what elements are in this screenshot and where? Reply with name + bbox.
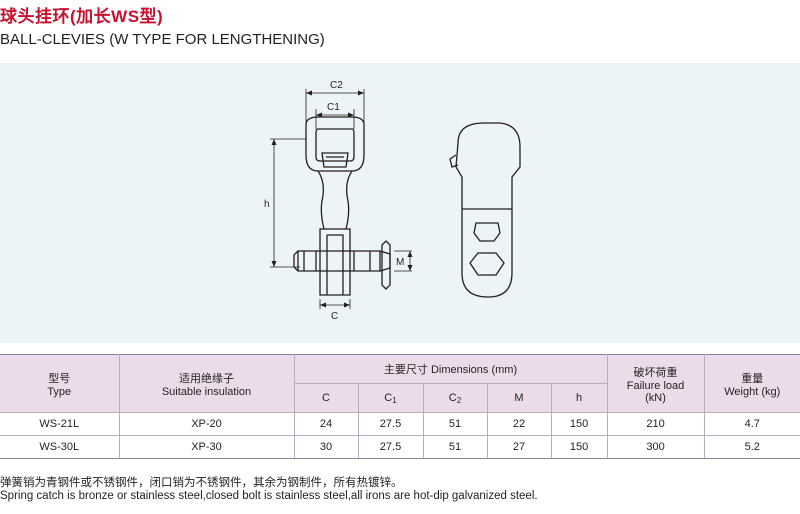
label-h: h bbox=[264, 199, 270, 210]
label-c: C bbox=[331, 311, 338, 322]
cell-type: WS-21L bbox=[0, 412, 120, 436]
header-dim-h: h bbox=[550, 383, 608, 413]
header-dim-c: C bbox=[293, 383, 359, 413]
cell-insulation: XP-30 bbox=[118, 435, 295, 459]
cell-c1: 27.5 bbox=[357, 412, 424, 436]
technical-drawing: C2 C1 h M C bbox=[264, 80, 521, 322]
cell-h: 150 bbox=[550, 412, 608, 436]
table-row: WS-21L XP-20 24 27.5 51 22 150 210 4.7 bbox=[0, 412, 800, 436]
cell-weight: 5.2 bbox=[703, 435, 800, 459]
cell-weight: 4.7 bbox=[703, 412, 800, 436]
note-chinese: 弹簧销为青钢件或不锈钢件，闭口销为不锈钢件，其余为钢制件，所有热镀锌。 bbox=[0, 477, 403, 489]
header-dim-m: M bbox=[486, 383, 552, 413]
label-c2: C2 bbox=[330, 80, 343, 91]
cell-failure-load: 210 bbox=[606, 412, 705, 436]
technical-drawing-panel: C2 C1 h M C bbox=[0, 63, 800, 343]
title-english: BALL-CLEVIES (W TYPE FOR LENGTHENING) bbox=[0, 31, 325, 48]
header-dim-c2: C2 bbox=[422, 383, 488, 413]
cell-c2: 51 bbox=[422, 412, 488, 436]
cell-c1: 27.5 bbox=[357, 435, 424, 459]
header-dimensions: 主要尺寸 Dimensions (mm) bbox=[293, 354, 608, 384]
cell-c: 30 bbox=[293, 435, 359, 459]
cell-type: WS-30L bbox=[0, 435, 120, 459]
cell-insulation: XP-20 bbox=[118, 412, 295, 436]
label-m: M bbox=[396, 257, 404, 268]
cell-c2: 51 bbox=[422, 435, 488, 459]
cell-c: 24 bbox=[293, 412, 359, 436]
title-chinese: 球头挂环(加长WS型) bbox=[0, 7, 164, 26]
table-row: WS-30L XP-30 30 27.5 51 27 150 300 5.2 bbox=[0, 435, 800, 459]
cell-h: 150 bbox=[550, 435, 608, 459]
label-c1: C1 bbox=[327, 102, 340, 113]
cell-m: 22 bbox=[486, 412, 552, 436]
table-subheader-row: C C1 C2 M h bbox=[0, 383, 800, 413]
header-dim-c1: C1 bbox=[357, 383, 424, 413]
cell-m: 27 bbox=[486, 435, 552, 459]
note-english: Spring catch is bronze or stainless stee… bbox=[0, 490, 538, 502]
cell-failure-load: 300 bbox=[606, 435, 705, 459]
